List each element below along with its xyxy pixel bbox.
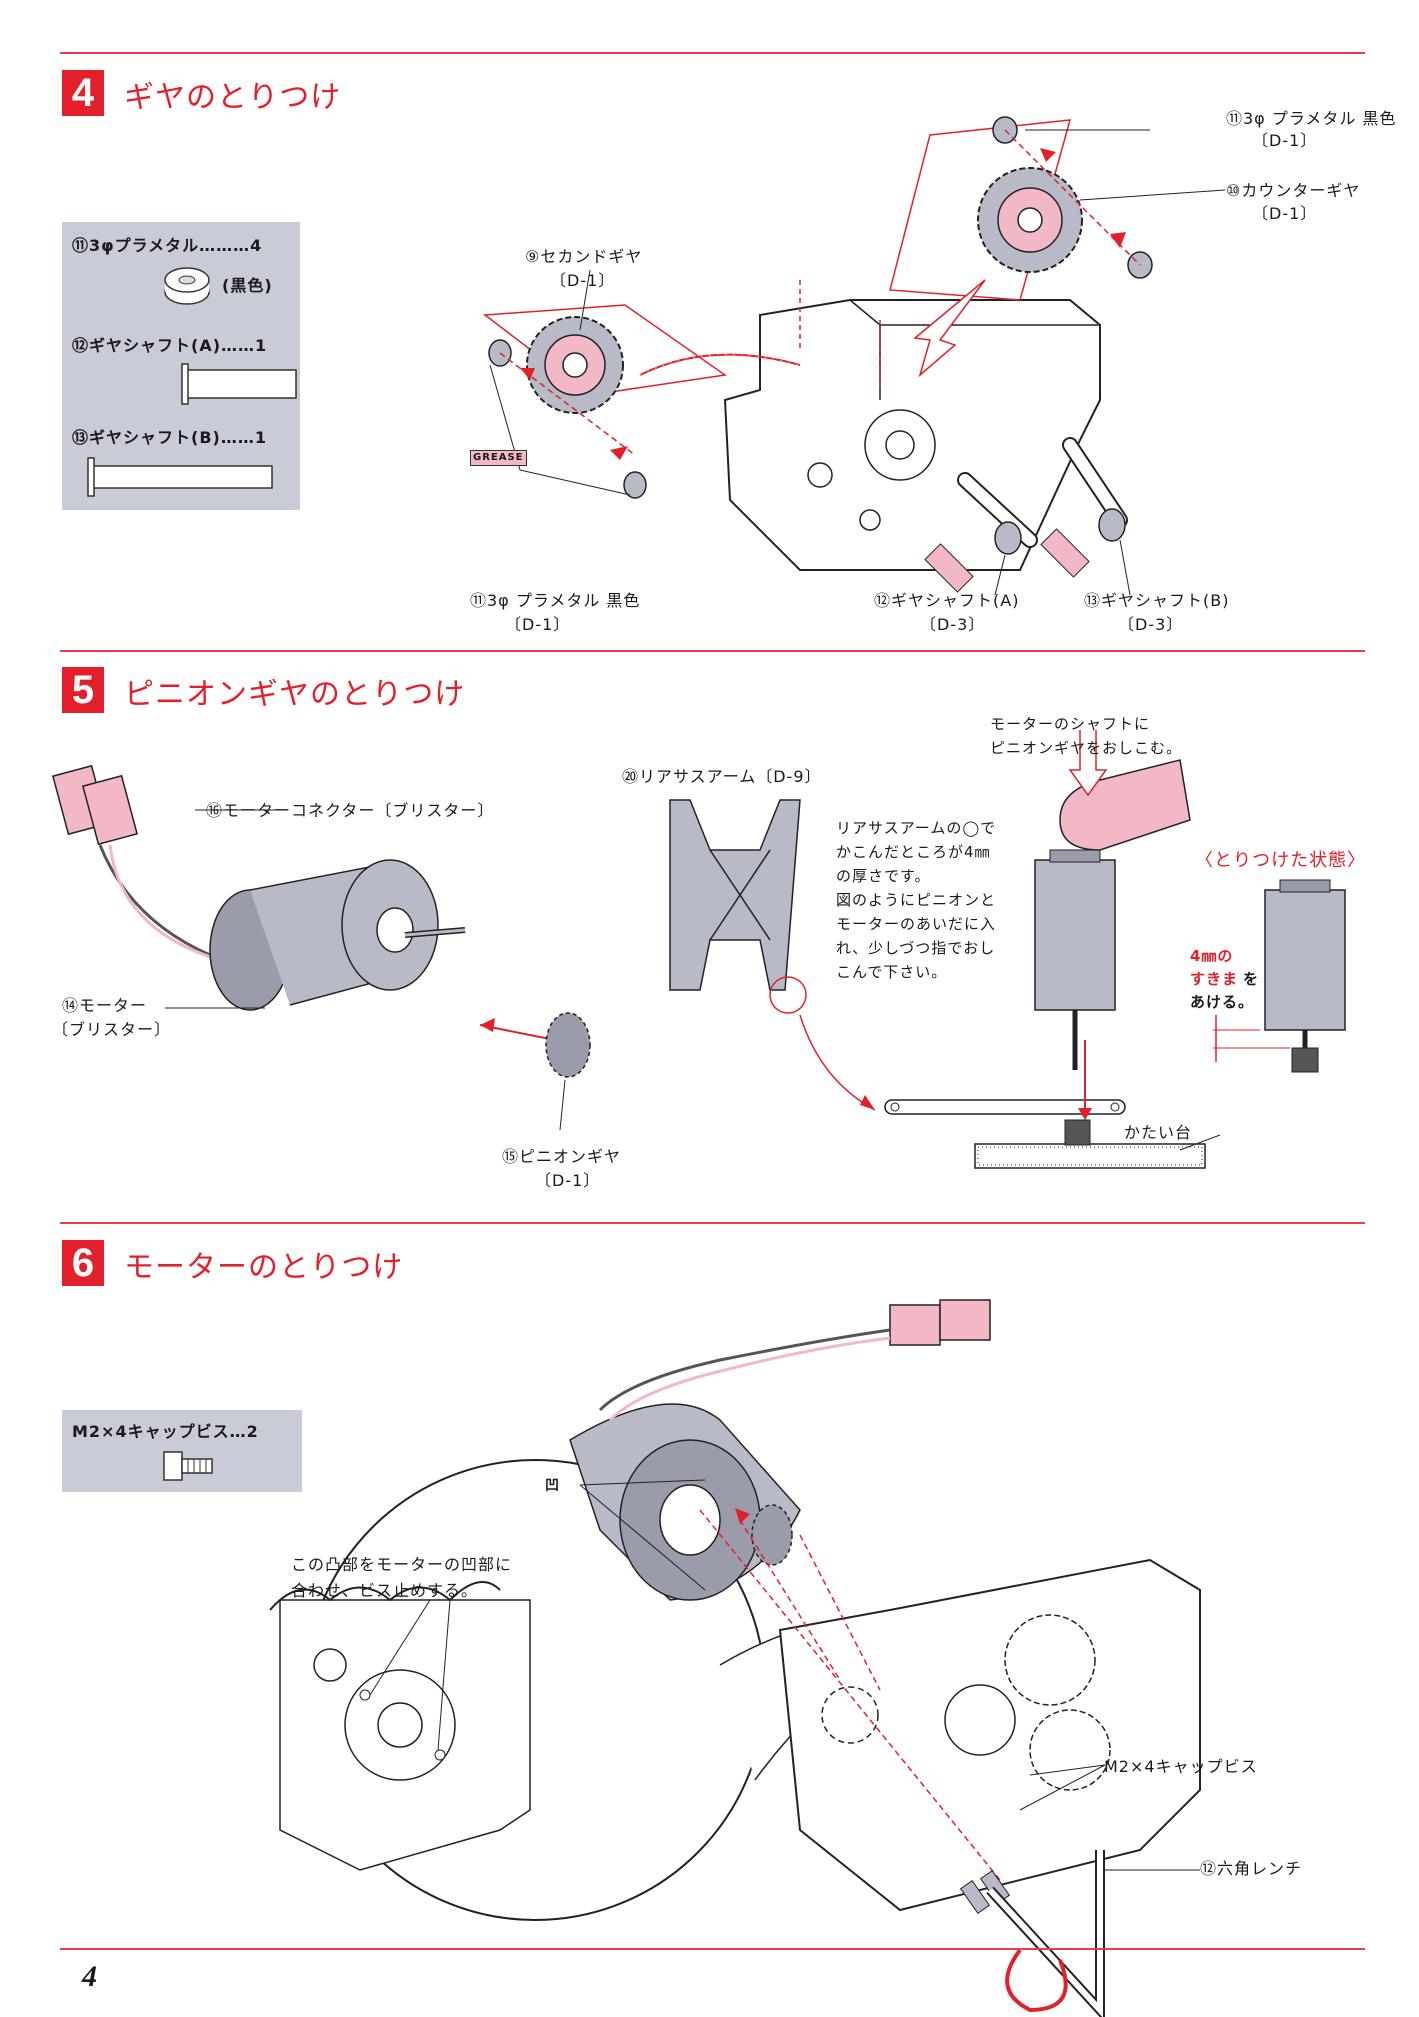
gap-label-1: 4㎜の: [1190, 947, 1234, 965]
rear-arm-label: ⑳リアサスアーム〔D-9〕: [622, 767, 822, 786]
parts-item-cap-screw: M2×4キャップビス…2: [72, 1422, 259, 1441]
page-number: 4: [82, 1960, 97, 1993]
step-6-motor-mount-illustration: [269, 1299, 1201, 2017]
metal-top-code: 〔D-1〕: [1252, 131, 1318, 150]
parts-item-metal: ⑪3φプラメタル………4: [72, 236, 263, 255]
rear-arm-instruction: リアサスアームの◯で かこんだところが4㎜ の厚さです。 図のようにピニオンと …: [836, 819, 997, 981]
parts-item-shaft-b: ⑬ギヤシャフト(B)……1: [72, 428, 267, 447]
grease-label-1: GREASE: [470, 450, 527, 466]
counter-gear-code: 〔D-1〕: [1252, 204, 1318, 223]
cap-screw-icon: [163, 1451, 213, 1481]
shaft-b-icon: [87, 457, 273, 497]
shaft-a-code: 〔D-3〕: [920, 615, 986, 634]
metal-top-label: ⑪3φ プラメタル 黒色: [1226, 109, 1397, 128]
shaft-a-icon: [181, 363, 297, 405]
connector-label: ⑯モーターコネクター〔ブリスター〕: [206, 801, 495, 820]
pinion-label: ⑮ピニオンギヤ: [502, 1147, 622, 1166]
second-gear-code: 〔D-1〕: [550, 271, 616, 290]
cap-screw-label: M2×4キャップビス: [1104, 1757, 1258, 1776]
step-5-number: 5: [62, 667, 104, 713]
hard-base-label: かたい台: [1124, 1123, 1193, 1142]
metal-bottom-label: ⑪3φ プラメタル 黒色: [470, 591, 641, 610]
second-gear-label: ⑨セカンドギヤ: [525, 247, 643, 266]
metal-bottom-code: 〔D-1〕: [505, 615, 571, 634]
shaft-b-code: 〔D-3〕: [1118, 615, 1184, 634]
gap-label-2b: を: [1243, 970, 1260, 988]
shaft-a-label: ⑫ギヤシャフト(A): [874, 591, 1020, 610]
shaft-b-label: ⑬ギヤシャフト(B): [1084, 591, 1230, 610]
motor-code: 〔ブリスター〕: [52, 1020, 172, 1039]
step-4-number: 4: [62, 70, 104, 116]
step-4-parts-box: ⑪3φプラメタル………4 (黒色) ⑫ギヤシャフト(A)……1 ⑬ギヤシャフト(…: [62, 222, 300, 510]
step-4-title: ギヤのとりつけ: [124, 80, 342, 115]
step-5-motor-illustration: [51, 764, 591, 1131]
gap-label-2: すきま: [1190, 970, 1239, 988]
rule-step-6: [60, 1222, 1365, 1224]
recess-label: 凹: [545, 1478, 560, 1494]
step-6-parts-box: M2×4キャップビス…2: [62, 1410, 302, 1492]
installed-state-label: 〈とりつけた状態〉: [1195, 850, 1367, 871]
motor-label: ⑭モーター: [62, 996, 148, 1015]
gap-label-3: あける。: [1190, 993, 1255, 1011]
top-rule: [60, 52, 1365, 54]
metal-bushing-icon: [164, 267, 210, 305]
step-6-title: モーターのとりつけ: [124, 1250, 404, 1285]
parts-item-shaft-a: ⑫ギヤシャフト(A)……1: [72, 336, 268, 355]
push-instruction: モーターのシャフトに ピニオンギヤをおしこむ。: [990, 715, 1183, 757]
counter-gear-label: ⑩カウンターギヤ: [1226, 181, 1361, 200]
step-5-title: ピニオンギヤのとりつけ: [124, 677, 466, 712]
step-4-gearbox-illustration: [482, 116, 1226, 596]
rule-step-5: [60, 650, 1365, 652]
pinion-code: 〔D-1〕: [535, 1171, 601, 1190]
bottom-rule: [60, 1948, 1365, 1950]
hex-wrench-label: ⑫六角レンチ: [1200, 1859, 1303, 1878]
parts-item-metal-color: (黒色): [222, 276, 273, 295]
step-6-number: 6: [62, 1240, 104, 1286]
rear-arm-illustration: [669, 730, 1346, 1169]
detail-note: この凸部をモーターの凹部に 合わせ、ビス止めする。: [291, 1555, 513, 1600]
